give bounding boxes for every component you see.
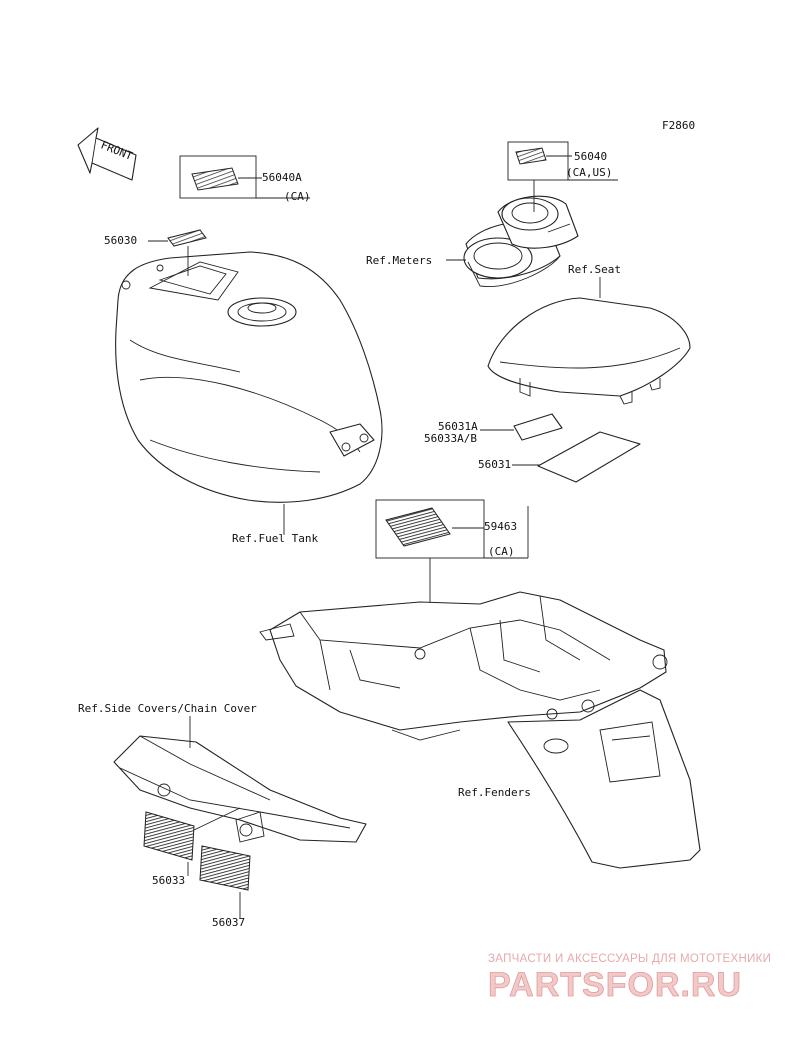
box-56040A — [179, 155, 257, 199]
label-56031A: 56031A — [438, 420, 478, 433]
ref-fuel-tank: Ref.Fuel Tank — [232, 532, 318, 545]
fuel-tank-drawing — [115, 251, 383, 503]
watermark-tagline: ЗАПЧАСТИ И АКСЕССУАРЫ ДЛЯ МОТОТЕХНИКИ — [488, 953, 771, 965]
decal-56031 — [537, 431, 641, 483]
label-56040A: 56040A — [262, 171, 302, 184]
label-56031: 56031 — [478, 458, 511, 471]
label-59463: 59463 — [484, 520, 517, 533]
label-56040-note: (CA,US) — [566, 166, 612, 179]
ref-fenders: Ref.Fenders — [458, 786, 531, 799]
label-56030: 56030 — [104, 234, 137, 247]
label-56040: 56040 — [574, 150, 607, 163]
decal-56037 — [199, 845, 251, 891]
seat-drawing — [487, 297, 691, 405]
ref-seat: Ref.Seat — [568, 263, 621, 276]
box-56040 — [507, 141, 569, 181]
watermark-logo: PARTSFOR.RU — [488, 966, 742, 1004]
decal-59463 — [385, 507, 451, 547]
decal-56031A — [513, 413, 563, 441]
decal-56033 — [143, 811, 195, 861]
label-59463-note: (CA) — [488, 545, 515, 558]
front-arrow-icon: FRONT — [77, 127, 137, 181]
ref-meters: Ref.Meters — [366, 254, 432, 267]
decal-56030 — [167, 229, 207, 247]
label-56040A-note: (CA) — [284, 190, 311, 203]
figure-code: F2860 — [662, 119, 695, 132]
label-56033AB: 56033A/B — [424, 432, 477, 445]
decal-56040A — [191, 167, 239, 191]
decal-56040 — [515, 147, 547, 165]
fender-drawing — [259, 591, 701, 869]
chain-cover-drawing — [113, 735, 367, 843]
ref-side-covers: Ref.Side Covers/Chain Cover — [78, 702, 257, 715]
label-56033: 56033 — [152, 874, 185, 887]
label-56037: 56037 — [212, 916, 245, 929]
meters-drawing — [463, 195, 579, 287]
